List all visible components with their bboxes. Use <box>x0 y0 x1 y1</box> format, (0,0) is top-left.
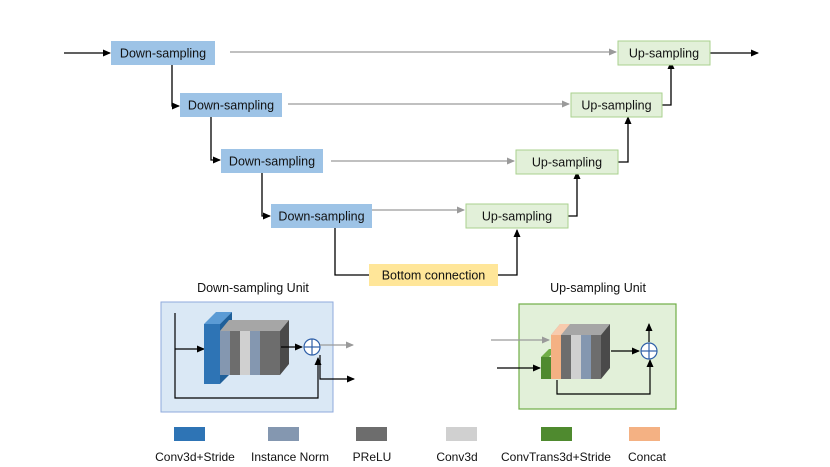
up-sampling-block-4: Up-sampling <box>617 40 711 66</box>
up-box-4-rect <box>617 40 711 66</box>
up-box-3-rect <box>570 92 663 118</box>
down-sampling-block-4: Down-sampling <box>271 204 372 228</box>
up-box-1-label: Up-sampling <box>482 210 552 224</box>
up-arrow-1 <box>568 171 581 217</box>
down-box-1-rect <box>111 41 215 65</box>
down-box-4-rect <box>271 204 372 228</box>
up-sampling-block-1: Up-sampling <box>465 203 569 229</box>
legend-swatch-conv3d-stride <box>174 427 205 441</box>
legend-label-conv3d: Conv3d <box>436 450 477 464</box>
down-sampling-block-3: Down-sampling <box>221 149 323 173</box>
legend-label-concat: Concat <box>628 450 667 464</box>
up-layer-instance-norm <box>581 335 591 379</box>
down-unit-output-arrow <box>319 355 355 383</box>
legend: Conv3d+Stride Instance Norm PReLU Conv3d… <box>155 427 667 464</box>
bottom-connection-block: Bottom connection <box>369 264 498 286</box>
down-layer-prelu-1 <box>230 331 240 375</box>
up-layer-convtrans-stride <box>541 357 551 379</box>
up-arrow-2 <box>618 116 632 163</box>
down-arrow-1 <box>171 65 180 110</box>
up-layer-prelu-1 <box>561 335 571 379</box>
legend-item-conv3d: Conv3d <box>436 427 478 464</box>
legend-item-instance-norm: Instance Norm <box>251 427 329 464</box>
legend-item-conv3d-stride: Conv3d+Stride <box>155 427 235 464</box>
bottom-out-arrow <box>498 229 521 276</box>
legend-item-concat: Concat <box>628 427 667 464</box>
up-unit-title: Up-sampling Unit <box>550 281 646 295</box>
legend-item-convtrans3d-stride: ConvTrans3d+Stride <box>501 427 611 464</box>
down-box-3-rect <box>221 149 323 173</box>
down-layer-conv-stride <box>204 324 220 384</box>
down-arrow-3 <box>261 173 271 220</box>
down-arrow-2 <box>210 117 221 164</box>
down-box-3-label: Down-sampling <box>229 155 315 169</box>
legend-item-prelu: PReLU <box>353 427 392 464</box>
down-box-4-label: Down-sampling <box>278 210 364 224</box>
up-sampling-block-3: Up-sampling <box>570 92 663 118</box>
down-unit-title: Down-sampling Unit <box>197 281 309 295</box>
up-sampling-unit-panel <box>491 303 677 410</box>
up-box-3-label: Up-sampling <box>581 99 651 113</box>
down-box-2-label: Down-sampling <box>188 99 274 113</box>
up-box-1-rect <box>465 203 569 229</box>
legend-swatch-convtrans3d-stride <box>541 427 572 441</box>
legend-swatch-prelu <box>356 427 387 441</box>
connectors <box>64 48 759 276</box>
up-box-2-rect <box>515 149 619 175</box>
up-sampling-block-2: Up-sampling <box>515 149 619 175</box>
bottom-in-line <box>334 228 369 276</box>
bottom-connection-label: Bottom connection <box>382 269 486 283</box>
down-unit-residual-line <box>174 313 322 399</box>
down-sampling-block-2: Down-sampling <box>180 93 282 117</box>
down-layer-instance-norm-2 <box>250 331 260 375</box>
up-arrow-3 <box>662 61 675 106</box>
up-layer-prelu-2 <box>591 335 601 379</box>
down-box-2-rect <box>180 93 282 117</box>
legend-label-convtrans3d-stride: ConvTrans3d+Stride <box>501 450 611 464</box>
legend-swatch-concat <box>629 427 660 441</box>
down-layer-conv3d <box>240 331 250 375</box>
legend-swatch-conv3d <box>446 427 477 441</box>
up-unit-residual-line <box>556 359 654 395</box>
legend-label-conv3d-stride: Conv3d+Stride <box>155 450 235 464</box>
up-unit-layer-stack <box>541 324 610 379</box>
down-sampling-block-1: Down-sampling <box>111 41 215 65</box>
up-layer-conv3d <box>571 335 581 379</box>
down-layer-conv-stride-top <box>204 312 232 324</box>
down-sampling-unit-panel <box>160 301 355 413</box>
legend-swatch-instance-norm <box>268 427 299 441</box>
up-box-4-label: Up-sampling <box>629 47 699 61</box>
legend-label-instance-norm: Instance Norm <box>251 450 329 464</box>
legend-label-prelu: PReLU <box>353 450 392 464</box>
down-layer-prelu-2 <box>260 331 280 375</box>
down-layer-instance-norm-1 <box>220 331 230 375</box>
up-box-2-label: Up-sampling <box>532 156 602 170</box>
bottom-connection-rect <box>369 264 498 286</box>
down-box-1-label: Down-sampling <box>120 47 206 61</box>
up-layer-concat <box>551 335 561 379</box>
down-unit-layer-stack <box>204 312 289 384</box>
